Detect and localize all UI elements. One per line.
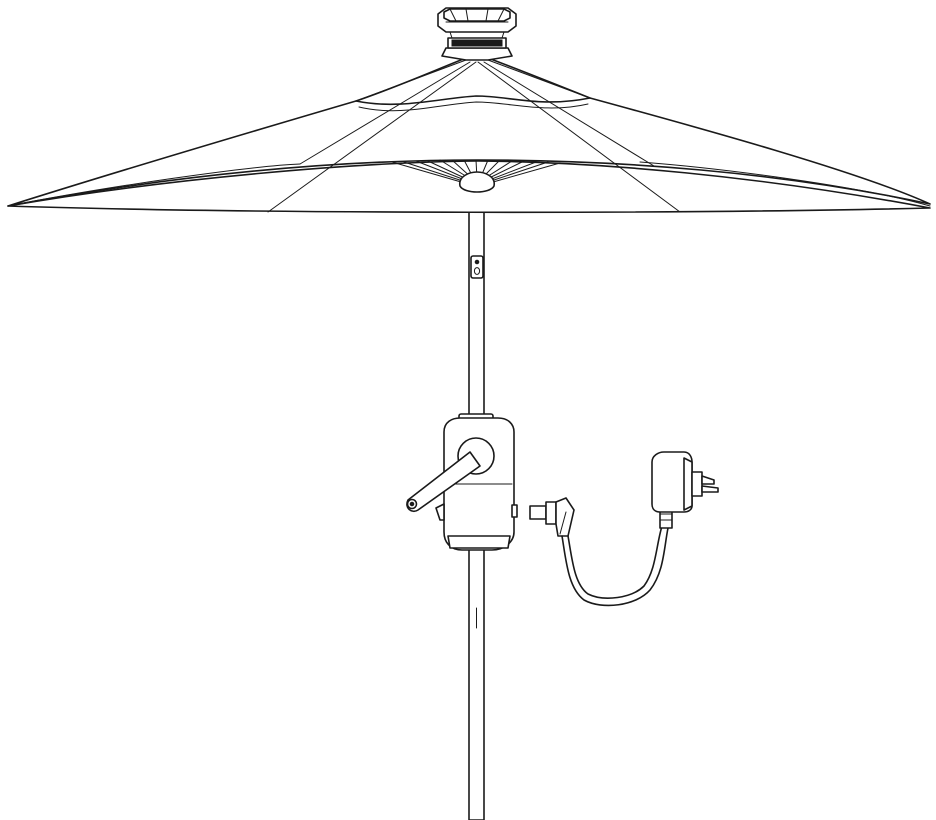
- tilt-button: [470, 255, 484, 279]
- wall-adapter: [651, 451, 719, 529]
- crank-handle: [406, 451, 481, 513]
- adapter-cable: [561, 525, 669, 607]
- solar-top-cap: [437, 7, 517, 61]
- canopy-hub: [459, 171, 495, 193]
- crank-housing: [435, 413, 518, 551]
- dc-plug: [529, 497, 575, 537]
- power-adapter: [529, 451, 719, 607]
- umbrella-canopy: [7, 57, 931, 214]
